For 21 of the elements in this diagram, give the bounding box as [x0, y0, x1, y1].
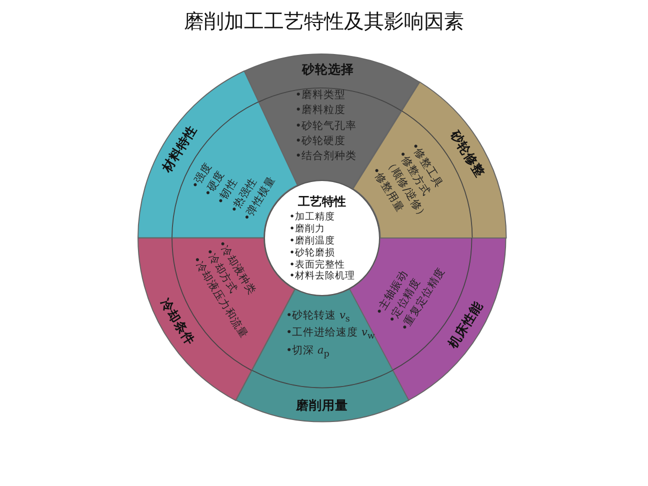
sector-heading: 磨削用量 [296, 397, 348, 414]
list-item: •砂轮硬度 [295, 134, 346, 149]
list-item: •砂轮磨损 [289, 247, 336, 259]
center-heading: 工艺特性 [297, 193, 347, 210]
list-item: •砂轮转速 v$_{s}$ [286, 308, 351, 326]
list-item: •磨削温度 [289, 235, 336, 247]
list-item: •磨削力 [289, 223, 326, 236]
list-item: •加工精度 [289, 211, 336, 224]
sector-heading: 机床性能 [445, 298, 486, 352]
list-item: •材料去除机理 [289, 270, 355, 283]
list-item: •磨料类型 [295, 88, 346, 104]
list-item: •结合剂种类 [295, 148, 356, 164]
list-item: •砂轮气孔率 [295, 118, 356, 134]
diagram-title: 磨削加工工艺特性及其影响因素 [183, 8, 465, 35]
sector-heading: 砂轮修整 [447, 127, 488, 181]
list-item: •表面完整性 [289, 258, 346, 270]
sector-heading: 冷却条件 [156, 295, 198, 349]
list-item: •工件进给速度 v$_{w}$ [286, 326, 375, 344]
list-item: •切深 a$_{p}$ [286, 344, 330, 362]
list-item: •磨料粒度 [295, 103, 346, 118]
sector-heading: 砂轮选择 [302, 62, 354, 79]
